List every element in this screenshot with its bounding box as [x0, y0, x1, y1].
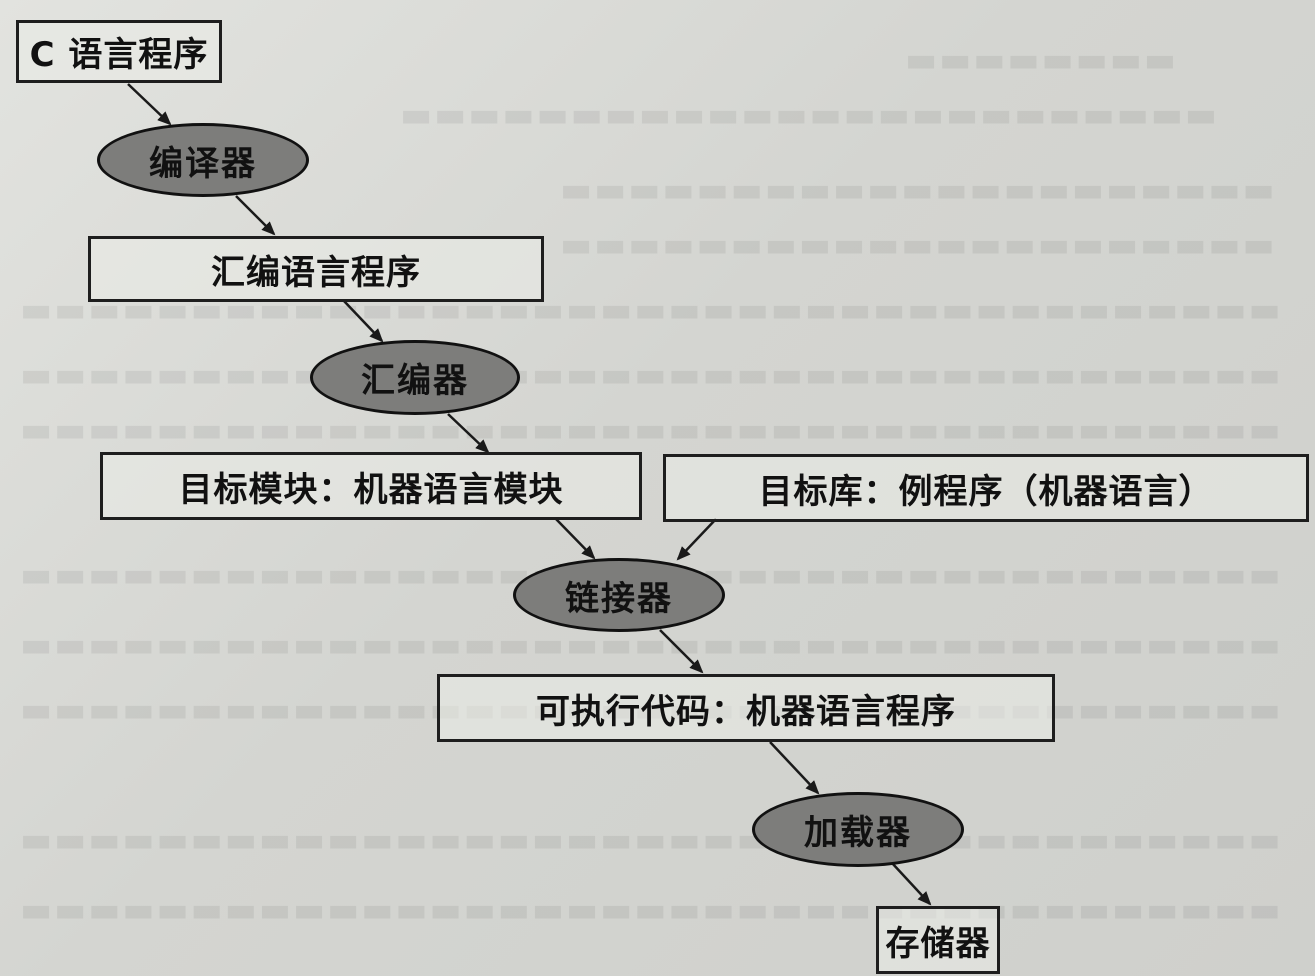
- node-compiler-label: 编译器: [149, 143, 257, 184]
- arrow-compiler-to-asm-program: [235, 195, 276, 236]
- background-page-texture: ▬▬▬▬▬▬▬▬▬▬▬▬▬▬▬▬▬▬▬▬▬▬▬▬▬▬▬▬▬▬▬▬▬▬▬▬▬: [20, 625, 1283, 665]
- background-page-texture: ▬▬▬▬▬▬▬▬▬▬▬▬▬▬▬▬▬▬▬▬▬▬▬▬▬▬▬▬▬▬▬▬▬▬▬▬▬: [20, 355, 1283, 395]
- node-compiler: 编译器: [97, 123, 309, 197]
- node-assembler: 汇编器: [310, 340, 520, 415]
- background-page-texture: ▬▬▬▬▬▬▬▬▬▬▬▬▬▬▬▬▬▬▬▬▬▬▬▬▬▬▬▬▬▬▬▬▬▬▬▬▬: [20, 820, 1283, 860]
- node-executable: 可执行代码：机器语言程序: [437, 674, 1055, 742]
- node-object-library-label: 目标库：例程序（机器语言）: [758, 471, 1214, 512]
- arrow-asm-program-to-assembler: [343, 300, 384, 343]
- background-page-texture: ▬▬▬▬▬▬▬▬▬▬▬▬▬▬▬▬▬▬▬▬▬: [560, 225, 1277, 265]
- arrow-executable-to-loader: [769, 741, 820, 795]
- background-page-texture: ▬▬▬▬▬▬▬▬: [905, 40, 1178, 80]
- arrow-linker-to-executable: [659, 629, 704, 674]
- background-page-texture: ▬▬▬▬▬▬▬▬▬▬▬▬▬▬▬▬▬▬▬▬▬▬▬▬: [400, 95, 1219, 135]
- node-linker-label: 链接器: [565, 578, 673, 619]
- arrow-object-library-to-linker: [676, 518, 717, 561]
- arrow-c-program-to-compiler: [127, 83, 172, 126]
- node-linker: 链接器: [513, 558, 725, 632]
- node-loader-label: 加载器: [804, 813, 912, 853]
- node-loader: 加载器: [752, 792, 964, 867]
- node-memory-label: 存储器: [885, 923, 991, 964]
- node-assembly-program: 汇编语言程序: [88, 236, 544, 302]
- node-object-library: 目标库：例程序（机器语言）: [663, 454, 1309, 522]
- background-page-texture: ▬▬▬▬▬▬▬▬▬▬▬▬▬▬▬▬▬▬▬▬▬▬▬▬▬▬▬▬▬▬▬▬▬▬▬▬▬: [20, 410, 1283, 450]
- node-executable-label: 可执行代码：机器语言程序: [536, 691, 956, 732]
- arrow-assembler-to-object-module: [447, 413, 490, 454]
- arrow-object-module-to-linker: [555, 518, 596, 560]
- node-c-program: C 语言程序: [16, 20, 222, 83]
- arrow-loader-to-memory: [891, 862, 932, 906]
- node-object-module-label: 目标模块：机器语言模块: [178, 469, 564, 510]
- node-c-program-label: C 语言程序: [29, 35, 209, 75]
- node-object-module: 目标模块：机器语言模块: [100, 452, 642, 520]
- background-page-texture: ▬▬▬▬▬▬▬▬▬▬▬▬▬▬▬▬▬▬▬▬▬: [560, 170, 1277, 210]
- node-assembly-program-label: 汇编语言程序: [211, 252, 421, 293]
- node-assembler-label: 汇编器: [361, 361, 469, 401]
- node-memory: 存储器: [876, 906, 1000, 974]
- background-page-texture: ▬▬▬▬▬▬▬▬▬▬▬▬▬▬▬▬▬▬▬▬▬▬▬▬▬▬▬▬▬▬▬▬▬▬▬▬▬: [20, 890, 1283, 930]
